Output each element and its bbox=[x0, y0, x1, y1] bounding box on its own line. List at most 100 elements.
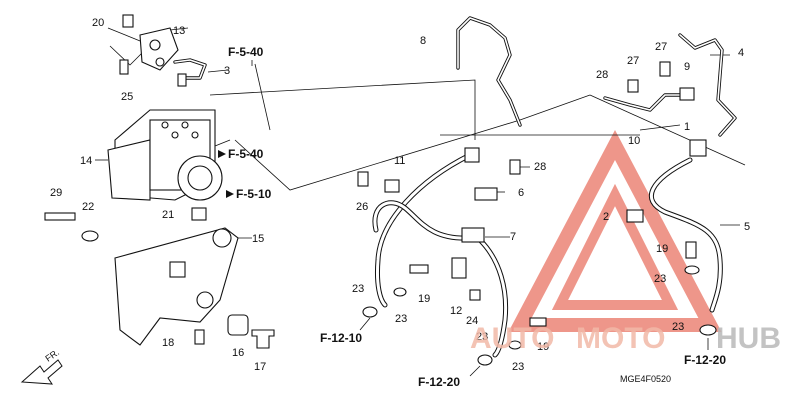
washer-23-part bbox=[477, 354, 493, 366]
reference-label: F-5-40 bbox=[228, 147, 264, 161]
bracket-boss bbox=[196, 291, 214, 309]
callout-19: 19 bbox=[537, 341, 549, 353]
callout-19: 19 bbox=[418, 293, 430, 305]
collar-17-part bbox=[251, 329, 275, 349]
reference-label: F-5-10 bbox=[236, 187, 272, 201]
brake-hose-center-c-inner bbox=[478, 238, 508, 357]
callout-18: 18 bbox=[162, 337, 174, 349]
reference-labels: F-5-40 F-5-40 F-5-10 F-12-10 F-12-20 F-1… bbox=[218, 45, 726, 389]
bolt-26-part bbox=[357, 171, 369, 187]
bolt-27-part bbox=[659, 61, 671, 77]
callout-14: 14 bbox=[80, 155, 92, 167]
callout-25: 25 bbox=[121, 91, 133, 103]
bolt-28-part bbox=[509, 159, 521, 175]
brake-pipe-8 bbox=[456, 16, 522, 127]
watermark-triangle-outer bbox=[508, 130, 722, 332]
bolt-27-part bbox=[627, 79, 639, 93]
leader-line bbox=[589, 94, 746, 166]
callout-28: 28 bbox=[534, 161, 546, 173]
leader-line bbox=[254, 63, 271, 131]
grommet-16-part bbox=[227, 314, 249, 336]
front-direction-indicator: FR. bbox=[20, 347, 63, 385]
callout-9: 9 bbox=[684, 61, 690, 73]
joint-bracket-group bbox=[119, 14, 207, 87]
callout-8: 8 bbox=[420, 35, 426, 47]
washer-23-part bbox=[699, 324, 717, 336]
callout-23: 23 bbox=[512, 361, 524, 373]
callout-22: 22 bbox=[82, 201, 94, 213]
callout-20: 20 bbox=[92, 17, 104, 29]
abs-modulator-group bbox=[107, 109, 223, 201]
callout-23: 23 bbox=[672, 321, 684, 333]
hose-guide-6 bbox=[474, 187, 498, 201]
bracket-window bbox=[169, 261, 186, 278]
pipe-fitting bbox=[177, 73, 187, 87]
washer-23-part bbox=[508, 340, 522, 350]
callout-11: 11 bbox=[394, 155, 405, 167]
watermark-triangle-inner bbox=[551, 183, 679, 310]
reference-label: F-5-40 bbox=[228, 45, 264, 59]
watermark-logo bbox=[508, 130, 722, 332]
callout-7: 7 bbox=[510, 231, 516, 243]
callout-13: 13 bbox=[173, 25, 185, 37]
watermark-text: AUTO MOTO HUB bbox=[470, 322, 781, 355]
callout-23: 23 bbox=[352, 283, 364, 295]
callout-4: 4 bbox=[738, 47, 744, 59]
callout-24: 24 bbox=[466, 315, 478, 327]
callout-3: 3 bbox=[224, 65, 230, 77]
callout-28: 28 bbox=[596, 69, 608, 81]
callout-labels: 20 13 3 25 14 29 22 21 15 18 16 17 8 11 … bbox=[50, 17, 750, 373]
reference-arrow bbox=[226, 190, 234, 198]
brake-pipe-3-inner bbox=[174, 59, 206, 79]
callout-1: 1 bbox=[684, 121, 690, 133]
diagram-code: MGE4F0520 bbox=[620, 374, 671, 384]
reference-arrow bbox=[359, 317, 371, 331]
leader-line bbox=[234, 94, 591, 191]
abs-modulator-side bbox=[107, 139, 151, 201]
three-way-joint-7 bbox=[461, 227, 485, 243]
hose-fitting bbox=[464, 147, 480, 163]
watermark-hub: HUB bbox=[716, 322, 781, 355]
reference-label: F-12-20 bbox=[418, 375, 460, 389]
mount-rubber-21 bbox=[191, 207, 207, 221]
bolt-19-part bbox=[409, 264, 429, 274]
pipe-clamp-9 bbox=[679, 87, 695, 101]
callout-23: 23 bbox=[654, 273, 666, 285]
leader-line bbox=[209, 79, 476, 140]
leader-line bbox=[207, 69, 229, 73]
brake-hose-5-inner bbox=[649, 158, 722, 312]
callout-26: 26 bbox=[356, 201, 368, 213]
callout-2: 2 bbox=[603, 211, 609, 223]
brake-hose-center-a-inner bbox=[376, 153, 472, 307]
clip-24-part bbox=[469, 289, 481, 301]
front-arrow bbox=[20, 359, 63, 385]
abs-port bbox=[161, 121, 169, 129]
washer-22-part bbox=[81, 230, 99, 242]
joint-hole bbox=[149, 39, 161, 51]
bolt-19-part bbox=[529, 317, 547, 327]
bolt-20-part bbox=[122, 14, 134, 28]
reference-label: F-12-20 bbox=[684, 353, 726, 367]
brake-pipe-8-inner bbox=[457, 17, 521, 126]
abs-motor-cap bbox=[187, 165, 213, 191]
hose-clamp-12 bbox=[451, 257, 467, 279]
washer-23-part bbox=[362, 306, 378, 318]
modulator-bracket-group bbox=[44, 207, 275, 349]
brake-pipe-10-inner bbox=[604, 94, 681, 111]
joint-1 bbox=[689, 139, 707, 157]
hose-clamp-2 bbox=[626, 209, 644, 223]
callout-29: 29 bbox=[50, 187, 62, 199]
joint-hole bbox=[155, 57, 165, 67]
brake-pipe-4-inner bbox=[679, 34, 736, 136]
callout-16: 16 bbox=[232, 347, 244, 359]
bolt-25-part bbox=[119, 59, 129, 75]
abs-port bbox=[171, 131, 179, 139]
washer-23-part bbox=[393, 287, 407, 297]
joint-13-part bbox=[139, 27, 179, 71]
brake-pipe-4 bbox=[678, 33, 737, 137]
abs-port bbox=[181, 121, 189, 129]
callout-27: 27 bbox=[655, 41, 667, 53]
abs-port bbox=[191, 131, 199, 139]
bracket-boss bbox=[212, 228, 232, 248]
